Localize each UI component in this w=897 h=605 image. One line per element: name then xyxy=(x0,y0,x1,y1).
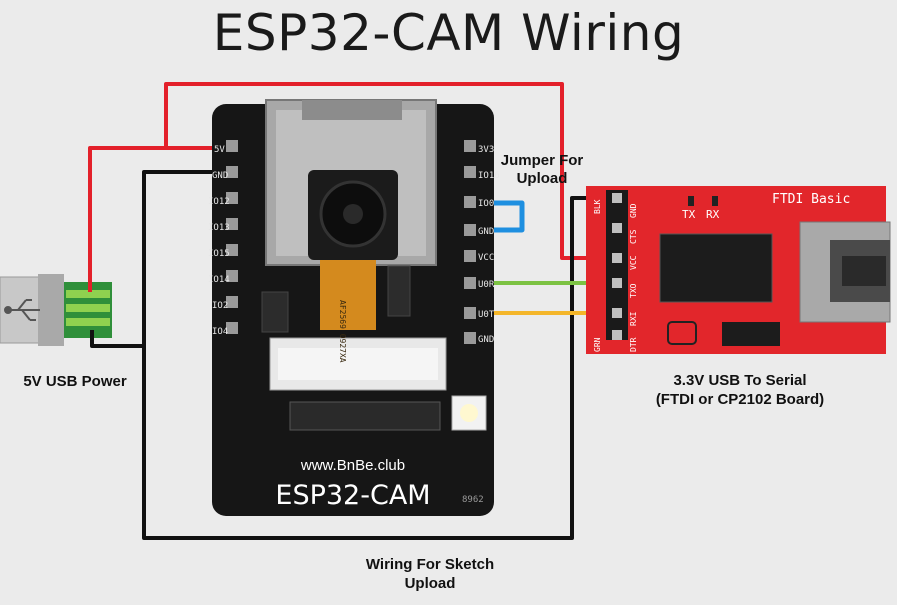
esp32-cam-board: 5V GND IO12 IO13 IO15 IO14 IO2 IO4 3V3 I… xyxy=(208,99,500,516)
esp-left-pin-1: GND xyxy=(212,171,228,181)
esp-chip-code: 8962 xyxy=(462,495,484,505)
ftdi-pin-2: CTS xyxy=(629,229,638,244)
ftdi-pin-4: TXO xyxy=(629,283,638,298)
camera-module xyxy=(308,170,398,330)
esp-left-pin-3: IO13 xyxy=(208,223,230,233)
esp-right-pin-4: VCC xyxy=(478,253,494,263)
left-pin-header xyxy=(226,140,238,334)
usb-symbol-icon xyxy=(4,299,40,321)
serial-board-label-2: (FTDI or CP2102 Board) xyxy=(655,391,825,408)
esp-left-pin-5: IO14 xyxy=(208,275,230,285)
sketch-label-1: Wiring For Sketch xyxy=(365,556,495,573)
black-wire-gnd xyxy=(142,170,640,540)
ftdi-board: BLK GND CTS VCC TXO RXI DTR GRN TX RX FT… xyxy=(586,186,891,354)
black-wire-usb-gnd xyxy=(90,330,144,348)
serial-board-label-1: 3.3V USB To Serial xyxy=(673,372,807,389)
esp-right-pin-6: U0T xyxy=(478,310,495,320)
ftdi-pin-1: GND xyxy=(629,203,638,218)
blue-jumper-wire xyxy=(470,200,525,233)
ftdi-rx-label: RX xyxy=(706,208,720,221)
usb-power-label: 5V USB Power xyxy=(23,373,127,390)
ftdi-title: FTDI Basic xyxy=(772,192,850,207)
esp-right-pin-1: IO16 xyxy=(478,171,500,181)
jumper-label: Jumper For Upload xyxy=(500,152,584,187)
esp-right-pin-5: U0R xyxy=(478,280,495,290)
diagram-title: ESP32-CAM Wiring xyxy=(212,4,685,62)
esp-left-pin-4: IO15 xyxy=(208,249,230,259)
camera-ribbon-code: AF2569 0927XA xyxy=(338,300,347,363)
esp-right-pin-2: IO0 xyxy=(478,199,494,209)
ftdi-pin-6: DTR xyxy=(629,337,638,352)
usb-power-plug xyxy=(0,274,112,346)
esp-right-pin-0: 3V3 xyxy=(478,145,494,155)
esp-website: www.BnBe.club xyxy=(300,457,405,474)
ftdi-tx-label: TX xyxy=(682,208,696,221)
esp-left-pin-0: 5V xyxy=(214,145,225,155)
esp-left-pin-7: IO4 xyxy=(212,327,228,337)
ftdi-pin-3: VCC xyxy=(629,255,638,270)
ftdi-pin-7: GRN xyxy=(593,337,602,352)
red-wire-vcc xyxy=(164,82,640,260)
ftdi-pin-5: RXI xyxy=(629,311,638,326)
right-pin-header xyxy=(464,140,476,344)
sketch-label-2: Upload xyxy=(404,575,456,592)
esp-left-pin-2: IO12 xyxy=(208,197,230,207)
ftdi-pin-0: BLK xyxy=(593,199,602,214)
esp-left-pin-6: IO2 xyxy=(212,301,228,311)
esp-right-pin-3: GND xyxy=(478,227,494,237)
esp-right-pin-7: GND xyxy=(478,335,494,345)
esp-board-name: ESP32-CAM xyxy=(275,480,430,511)
